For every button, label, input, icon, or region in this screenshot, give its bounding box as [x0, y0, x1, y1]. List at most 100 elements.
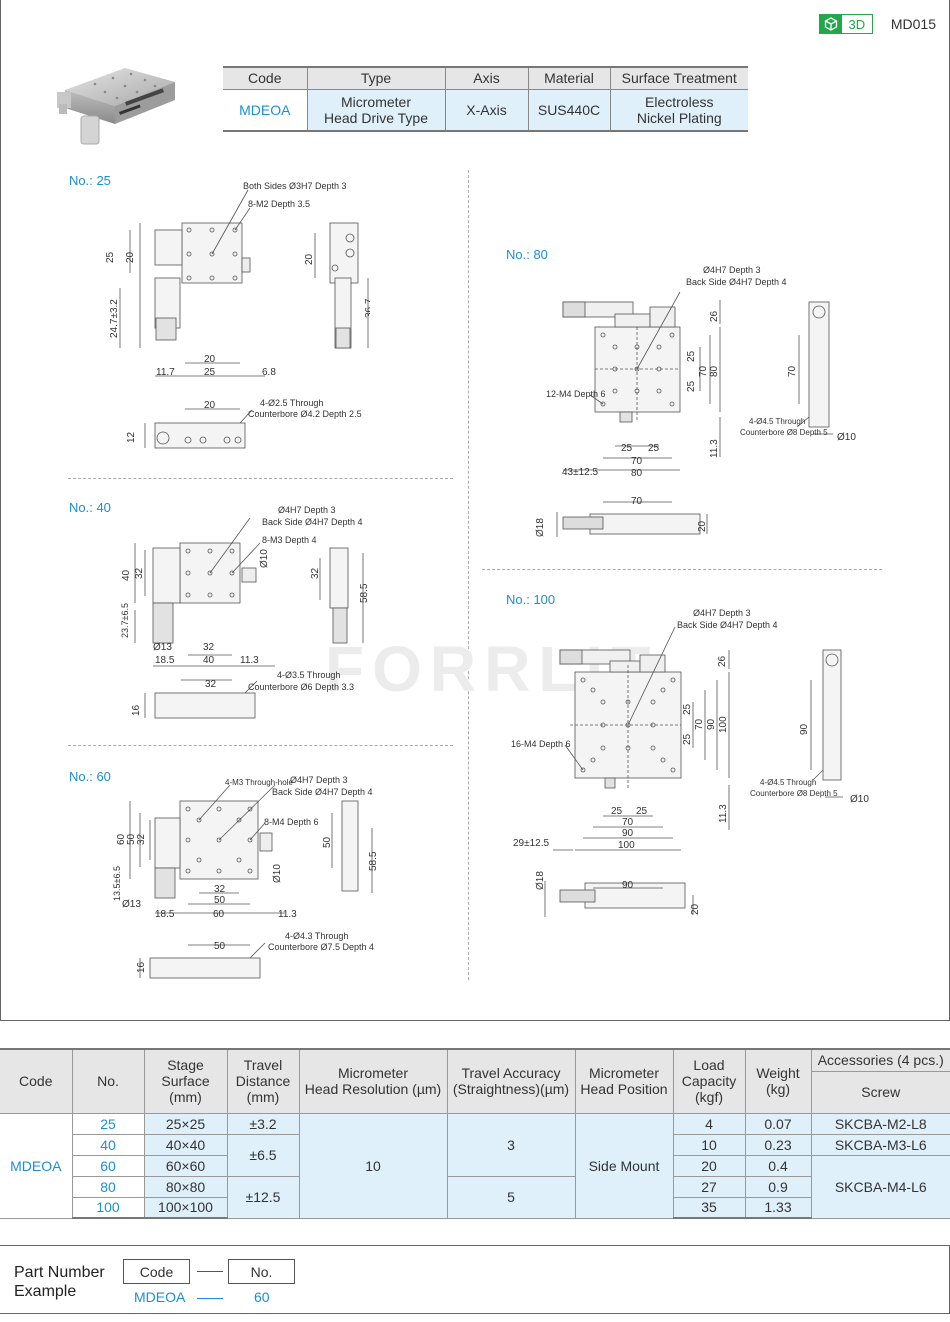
- top-bar: 3D MD015: [818, 14, 936, 34]
- svg-text:Ø10: Ø10: [272, 864, 283, 883]
- cell-code: MDEOA: [0, 1112, 73, 1219]
- col-screw: Screw: [811, 1070, 950, 1114]
- svg-text:25: 25: [682, 703, 693, 715]
- svg-text:4-Ø4.5 Through: 4-Ø4.5 Through: [760, 778, 816, 787]
- cell-travel: ±6.5: [226, 1133, 300, 1177]
- svg-text:70: 70: [787, 365, 798, 377]
- cell-accuracy: 3: [446, 1112, 576, 1177]
- drawing-title-25: No.: 25: [69, 173, 111, 188]
- svg-text:26: 26: [717, 655, 728, 667]
- svg-text:100: 100: [618, 840, 635, 851]
- cell-no: 40: [72, 1133, 145, 1156]
- svg-text:Ø4H7 Depth 3: Ø4H7 Depth 3: [290, 775, 348, 785]
- svg-text:26: 26: [709, 310, 720, 322]
- svg-text:Back Side Ø4H7 Depth 4: Back Side Ø4H7 Depth 4: [686, 277, 787, 287]
- cell-stage: 25×25: [143, 1112, 228, 1135]
- section-divider: [68, 478, 453, 479]
- svg-text:18.5: 18.5: [155, 909, 175, 920]
- col-weight: Weight(kg): [744, 1048, 812, 1114]
- svg-text:90: 90: [622, 828, 634, 839]
- cell-screw: SKCBA-M2-L8: [810, 1112, 950, 1135]
- cell-resolution: 10: [298, 1112, 448, 1219]
- table-row: MDEOA 25 25×25 ±3.2 10 3 Side Mount 4 0.…: [0, 1112, 950, 1219]
- cell-no: 60: [72, 1154, 145, 1177]
- svg-text:90: 90: [799, 723, 810, 735]
- svg-text:11.3: 11.3: [278, 909, 297, 920]
- header-axis: Axis: [445, 66, 529, 90]
- svg-text:23.7±6.5: 23.7±6.5: [120, 603, 130, 638]
- svg-text:Counterbore Ø6 Depth 3.3: Counterbore Ø6 Depth 3.3: [248, 682, 354, 692]
- svg-text:4-M3 Through-hole: 4-M3 Through-hole: [225, 778, 293, 787]
- svg-text:4-Ø2.5 Through: 4-Ø2.5 Through: [260, 398, 323, 408]
- column-divider: [468, 170, 469, 980]
- svg-text:Ø18: Ø18: [535, 518, 546, 537]
- svg-text:20: 20: [304, 253, 315, 265]
- cell-load: 4: [672, 1112, 746, 1135]
- svg-text:25: 25: [611, 806, 623, 817]
- svg-text:70: 70: [631, 496, 643, 507]
- cell-load: 35: [672, 1196, 746, 1219]
- cell-weight: 0.23: [744, 1133, 812, 1156]
- svg-text:Ø13: Ø13: [153, 642, 172, 653]
- drawing-no80: Ø4H7 Depth 3 Back Side Ø4H7 Depth 4 12-M…: [535, 262, 865, 547]
- product-image: [55, 62, 180, 147]
- table-row: 60 60×60 20 0.4 SKCBA-M4-L6: [0, 1154, 950, 1219]
- svg-text:Ø4H7 Depth 3: Ø4H7 Depth 3: [703, 265, 761, 275]
- cell-stage: 40×40: [143, 1133, 228, 1156]
- svg-text:11.3: 11.3: [709, 439, 720, 458]
- svg-text:Counterbore Ø7.5 Depth 4: Counterbore Ø7.5 Depth 4: [268, 942, 374, 952]
- svg-text:32: 32: [134, 567, 145, 579]
- cell-no: 100: [72, 1196, 145, 1219]
- svg-text:80: 80: [631, 468, 643, 479]
- svg-text:Back Side Ø4H7 Depth 4: Back Side Ø4H7 Depth 4: [677, 620, 778, 630]
- svg-text:70: 70: [694, 718, 705, 730]
- cell-no: 80: [72, 1175, 145, 1198]
- svg-text:25: 25: [105, 251, 116, 263]
- spec-axis: X-Axis: [445, 89, 529, 132]
- svg-text:Ø4H7 Depth 3: Ø4H7 Depth 3: [693, 608, 751, 618]
- svg-text:29±12.5: 29±12.5: [513, 838, 550, 849]
- cell-travel: ±3.2: [226, 1112, 300, 1135]
- svg-text:16: 16: [136, 961, 147, 973]
- svg-text:100: 100: [718, 716, 729, 733]
- svg-text:80: 80: [709, 365, 720, 377]
- svg-text:Ø10: Ø10: [850, 794, 869, 805]
- svg-text:32: 32: [203, 642, 215, 653]
- svg-text:58.5: 58.5: [359, 583, 370, 603]
- svg-text:40: 40: [203, 655, 215, 666]
- svg-text:20: 20: [697, 520, 708, 532]
- svg-text:13.5±6.5: 13.5±6.5: [112, 866, 122, 901]
- 3d-label: 3D: [848, 16, 866, 32]
- header-surface-treatment: Surface Treatment: [610, 66, 748, 90]
- 3d-model-button[interactable]: 3D: [818, 14, 873, 34]
- cell-stage: 80×80: [143, 1175, 228, 1198]
- svg-text:Back Side Ø4H7 Depth 4: Back Side Ø4H7 Depth 4: [262, 517, 363, 527]
- svg-text:60: 60: [116, 833, 127, 845]
- table-row: 80 80×80 ±12.5 5 27 0.9: [0, 1175, 950, 1219]
- cell-load: 27: [672, 1175, 746, 1198]
- svg-text:50: 50: [214, 895, 226, 906]
- svg-text:12: 12: [126, 431, 137, 443]
- svg-text:25: 25: [621, 443, 633, 454]
- cell-travel: ±12.5: [226, 1175, 300, 1219]
- svg-text:20: 20: [204, 400, 216, 411]
- svg-text:Ø13: Ø13: [122, 899, 141, 910]
- svg-text:25: 25: [686, 380, 697, 392]
- pn-code-box: Code: [123, 1259, 190, 1284]
- cell-position: Side Mount: [574, 1112, 674, 1219]
- svg-text:60: 60: [213, 909, 225, 920]
- svg-text:12-M4 Depth 6: 12-M4 Depth 6: [546, 389, 606, 399]
- svg-text:18.5: 18.5: [155, 655, 175, 666]
- svg-text:36.7: 36.7: [364, 298, 370, 318]
- cell-weight: 1.33: [744, 1196, 811, 1219]
- svg-text:11.7: 11.7: [156, 367, 175, 378]
- drawing-no60: 4-M3 Through-hole Ø4H7 Depth 3 Back Side…: [110, 773, 390, 988]
- svg-text:Ø18: Ø18: [535, 871, 546, 890]
- note: Both Sides Ø3H7 Depth 3: [243, 181, 347, 191]
- svg-text:24.7±3.2: 24.7±3.2: [109, 299, 120, 338]
